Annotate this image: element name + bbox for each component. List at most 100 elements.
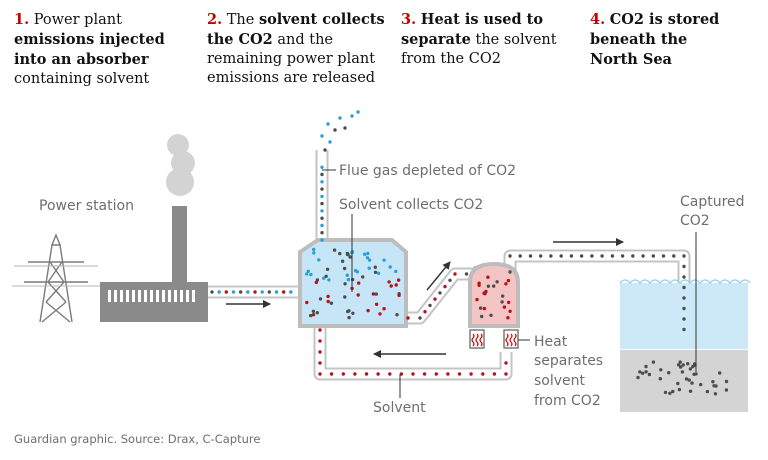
particle-dot xyxy=(366,251,370,256)
particle-dot xyxy=(357,281,361,285)
particle-dot xyxy=(469,372,473,376)
particle-dot xyxy=(518,254,522,258)
particle-dot xyxy=(210,290,214,294)
particle-dot xyxy=(481,372,485,376)
particle-dot xyxy=(500,300,504,304)
step-2-text-end: and the remaining power plant emissions … xyxy=(207,32,376,86)
particle-dot xyxy=(366,308,370,313)
particle-dot xyxy=(320,165,324,169)
particle-dot xyxy=(320,201,324,206)
step-4-number: 4. xyxy=(590,11,606,28)
particle-dot xyxy=(667,371,671,375)
particle-dot xyxy=(343,282,347,286)
particle-dot xyxy=(320,194,324,199)
particle-dot xyxy=(340,259,345,263)
particle-dot xyxy=(658,377,662,381)
particle-dot xyxy=(353,269,358,273)
particle-dot xyxy=(504,372,508,376)
particle-dot xyxy=(681,363,685,367)
particle-dot xyxy=(315,311,319,315)
particle-dot xyxy=(559,254,563,258)
particle-dot xyxy=(356,110,360,114)
particle-dot xyxy=(495,280,499,284)
particle-dot xyxy=(647,372,652,377)
particle-dot xyxy=(475,297,479,302)
label-captured-line2: CO2 xyxy=(680,213,710,229)
particle-dot xyxy=(661,254,666,258)
absorber-tank xyxy=(298,238,408,328)
particle-dot xyxy=(714,384,718,388)
particle-dot xyxy=(246,290,250,294)
particle-dot xyxy=(411,372,415,376)
particle-dot xyxy=(289,290,293,294)
particle-dot xyxy=(367,258,372,262)
particle-dot xyxy=(305,272,309,276)
smoke-plume xyxy=(166,134,195,196)
particle-dot xyxy=(504,282,508,286)
particle-dot xyxy=(351,311,355,315)
particle-dot xyxy=(484,289,488,294)
particle-dot xyxy=(322,276,326,280)
particle-dot xyxy=(350,114,354,118)
particle-dot xyxy=(482,306,487,311)
step-1-text: Power plant xyxy=(29,12,122,28)
pipework xyxy=(208,150,691,381)
particle-dot xyxy=(569,254,574,258)
particle-dot xyxy=(699,382,703,387)
particle-dot xyxy=(342,266,347,271)
particle-dot xyxy=(394,269,398,274)
particle-dot xyxy=(367,266,371,270)
step-4-bold: CO2 is stored beneath the North Sea xyxy=(590,11,720,68)
particle-dot xyxy=(318,297,323,301)
step-4-caption: 4. CO2 is stored beneath the North Sea xyxy=(590,10,740,70)
particle-dot xyxy=(579,254,584,258)
particle-dot xyxy=(687,378,691,382)
particle-dot xyxy=(686,362,690,366)
particle-dot xyxy=(376,372,380,376)
electricity-pylon-icon xyxy=(12,233,100,323)
particle-dot xyxy=(326,294,330,299)
particle-dot xyxy=(353,372,357,376)
particle-dot xyxy=(364,372,369,376)
particle-dot xyxy=(688,389,693,393)
particle-dot xyxy=(610,254,615,258)
particle-dot xyxy=(224,290,228,294)
particle-dot xyxy=(318,372,322,376)
particle-dot xyxy=(312,251,316,255)
particle-dot xyxy=(676,381,680,386)
step-2-caption: 2. The solvent collects the CO2 and the … xyxy=(207,10,387,88)
particle-dot xyxy=(453,272,457,276)
flow-arrow-to-separator xyxy=(426,261,451,291)
particle-dot xyxy=(590,254,594,258)
particle-dot xyxy=(309,313,313,318)
particle-dot xyxy=(323,148,327,152)
particle-dot xyxy=(507,300,511,305)
step-1-bold: emissions injected into an absorber xyxy=(14,31,165,68)
particle-dot xyxy=(457,372,462,376)
heater-right-icon xyxy=(503,329,519,349)
particle-dot xyxy=(651,254,655,258)
source-credit: Guardian graphic. Source: Drax, C-Captur… xyxy=(14,432,261,446)
particle-dot xyxy=(350,277,355,282)
particle-dot xyxy=(678,360,682,364)
particle-dot xyxy=(338,251,342,256)
label-solvent: Solvent xyxy=(373,400,426,416)
particle-dot xyxy=(492,284,496,288)
particle-dot xyxy=(663,390,668,395)
step-3-caption: 3. Heat is used to separate the solvent … xyxy=(401,10,576,69)
particle-dot xyxy=(486,275,490,279)
particle-dot xyxy=(325,267,330,271)
particle-dot xyxy=(478,306,483,310)
particle-dot xyxy=(387,280,391,284)
particle-dot xyxy=(659,368,663,372)
particle-dot xyxy=(311,309,316,313)
particle-dots xyxy=(210,110,729,396)
label-heat-line2: separates xyxy=(534,353,603,369)
particle-dot xyxy=(539,254,543,258)
particle-dot xyxy=(502,305,507,309)
particle-dot xyxy=(713,392,718,396)
particle-dot xyxy=(433,297,437,301)
particle-dot xyxy=(438,291,442,295)
particle-dot xyxy=(320,216,324,220)
label-heat-line1: Heat xyxy=(534,334,568,350)
